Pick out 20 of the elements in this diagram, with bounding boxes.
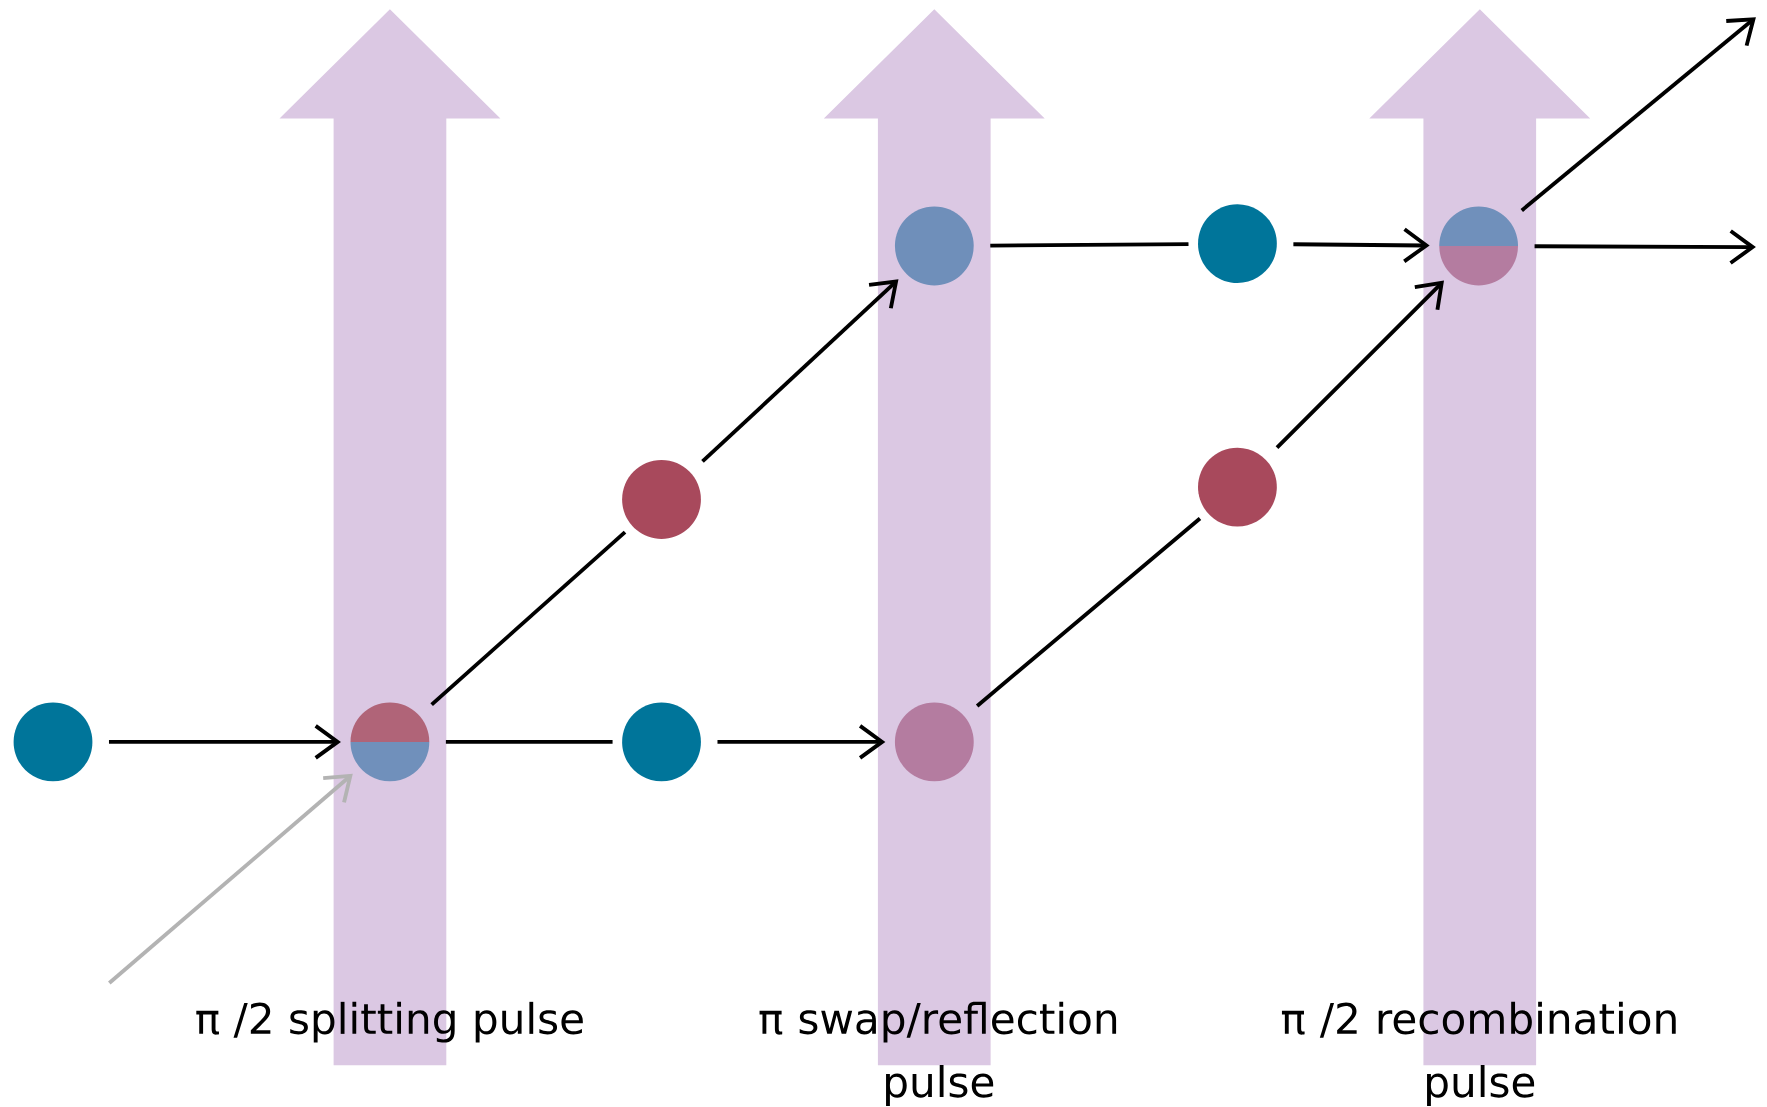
atom-circle bbox=[622, 460, 701, 539]
atom-circle bbox=[13, 702, 93, 782]
atom-circle bbox=[1198, 447, 1277, 527]
arrow bbox=[1534, 229, 1756, 265]
pulse-label: π /2 splitting pulse bbox=[196, 1001, 583, 1043]
arrow bbox=[1293, 227, 1430, 263]
atom-circle bbox=[622, 702, 701, 782]
atom-circle bbox=[894, 702, 974, 782]
arrow bbox=[1520, 17, 1756, 212]
pulse-label: π /2 recombination pulse bbox=[1281, 1001, 1676, 1106]
arrow bbox=[717, 724, 886, 760]
arrow bbox=[109, 724, 341, 760]
atom-circle bbox=[1198, 204, 1277, 284]
pulse-label: π swap/reflection pulse bbox=[759, 1001, 1117, 1106]
arrow bbox=[701, 279, 899, 463]
arrow bbox=[108, 773, 353, 985]
split-atom-circle bbox=[1439, 206, 1518, 286]
arrow bbox=[1275, 280, 1444, 449]
atom-circle bbox=[894, 206, 974, 286]
split-atom-circle bbox=[350, 702, 430, 782]
